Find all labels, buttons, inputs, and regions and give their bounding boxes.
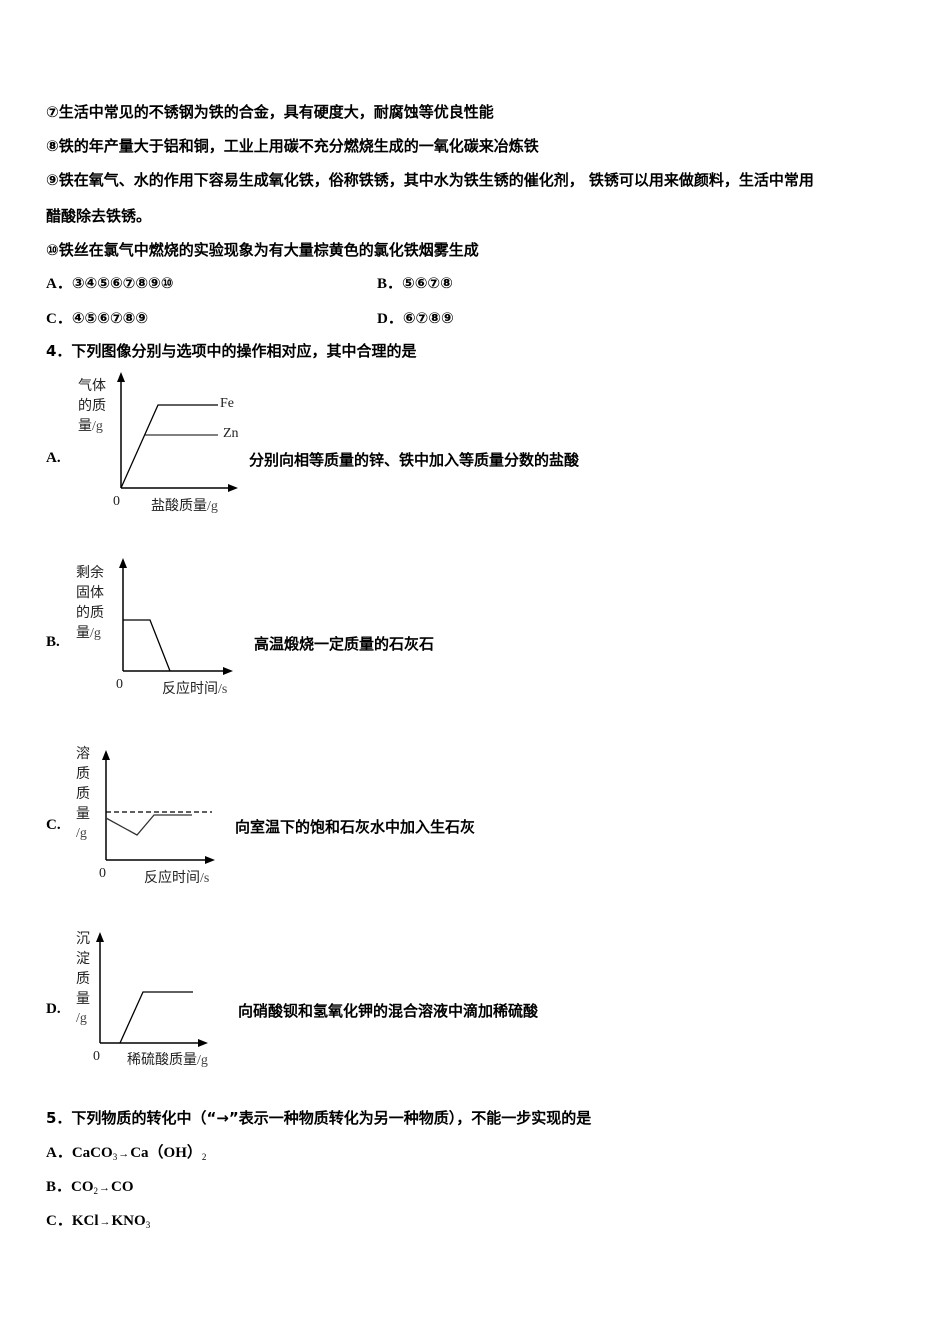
graph-a-origin: 0: [113, 494, 120, 509]
subscript: 3: [145, 1220, 151, 1230]
subscript: 2: [93, 1186, 99, 1196]
formula-from: CaCO: [71, 1145, 113, 1161]
statement-text: 铁丝在氯气中燃烧的实验现象为有大量棕黄色的氯化铁烟雾生成: [58, 241, 479, 259]
graph-a-ylabel: 气体 的质 量/g: [78, 378, 106, 434]
option-letter: D．: [377, 311, 403, 327]
statement-text: 生活中常见的不锈钢为铁的合金，具有硬度大，耐腐蚀等优良性能: [58, 103, 494, 121]
statement-8: ⑧铁的年产量大于铝和铜，工业上用碳不充分燃烧生成的一氧化碳来冶炼铁: [46, 136, 539, 156]
graph-b-ylabel: 剩余 固体 的质 量/g: [76, 565, 104, 641]
q4-option-a-description: 分别向相等质量的锌、铁中加入等质量分数的盐酸: [249, 451, 580, 469]
subscript: 3: [112, 1152, 118, 1162]
statement-7: ⑦生活中常见的不锈钢为铁的合金，具有硬度大，耐腐蚀等优良性能: [46, 102, 494, 122]
option-letter: C．: [46, 311, 72, 327]
option-letter: A．: [46, 1145, 72, 1161]
graph-c-xlabel: 反应时间/s: [144, 870, 210, 886]
option-letter: A．: [46, 276, 72, 292]
statement-text: 铁的年产量大于铝和铜，工业上用碳不充分燃烧生成的一氧化碳来冶炼铁: [58, 137, 539, 155]
graph-d-origin: 0: [93, 1049, 100, 1064]
formula-to: KNO: [111, 1213, 146, 1229]
statement-number: ⑩: [46, 241, 59, 259]
q4-stem: 4．下列图像分别与选项中的操作相对应，其中合理的是: [46, 342, 417, 360]
series-label-fe: Fe: [220, 396, 234, 411]
graph-c-origin: 0: [99, 866, 106, 881]
statement-9-continuation: 醋酸除去铁锈。: [46, 207, 152, 225]
formula-from: KCl: [71, 1213, 99, 1229]
statement-number: ⑦: [46, 103, 59, 121]
arrow-icon: →: [118, 1148, 130, 1160]
option-letter: C．: [46, 1213, 72, 1229]
statement-9: ⑨铁在氧气、水的作用下容易生成氧化铁，俗称铁锈，其中水为铁生锈的催化剂， 铁锈可…: [46, 170, 814, 190]
graph-c-ylabel: 溶 质 质 量 /g: [76, 746, 90, 841]
q3-option-b[interactable]: B．⑤⑥⑦⑧: [377, 273, 453, 294]
q4-option-a-letter[interactable]: A.: [46, 450, 61, 466]
q3-option-a[interactable]: A．③④⑤⑥⑦⑧⑨⑩: [46, 273, 173, 294]
option-value: ③④⑤⑥⑦⑧⑨⑩: [71, 274, 174, 292]
option-value: ⑥⑦⑧⑨: [402, 309, 454, 327]
option-value: ⑤⑥⑦⑧: [402, 274, 453, 292]
q5-option-c[interactable]: C．KCl→KNO3: [46, 1211, 150, 1235]
q4-option-b-description: 高温煅烧一定质量的石灰石: [254, 635, 435, 653]
arrow-icon: →: [99, 1216, 111, 1228]
q4-option-c-description: 向室温下的饱和石灰水中加入生石灰: [235, 818, 476, 836]
option-value: ④⑤⑥⑦⑧⑨: [71, 309, 149, 327]
statement-10: ⑩铁丝在氯气中燃烧的实验现象为有大量棕黄色的氯化铁烟雾生成: [46, 240, 479, 260]
option-letter: B．: [377, 276, 403, 292]
series-label-zn: Zn: [223, 426, 239, 441]
formula-from: CO: [71, 1179, 94, 1195]
arrow-icon: →: [99, 1182, 111, 1194]
statement-number: ⑧: [46, 137, 59, 155]
q3-option-d[interactable]: D．⑥⑦⑧⑨: [377, 308, 454, 329]
graph-d-xlabel: 稀硫酸质量/g: [127, 1052, 208, 1068]
subscript: 2: [201, 1152, 207, 1162]
statement-text: 铁在氧气、水的作用下容易生成氧化铁，俗称铁锈，其中水为铁生锈的催化剂， 铁锈可以…: [58, 171, 814, 189]
formula-to: CO: [111, 1179, 134, 1195]
q4-option-b-letter[interactable]: B.: [46, 634, 60, 650]
graph-b-origin: 0: [116, 677, 123, 692]
statement-number: ⑨: [46, 171, 59, 189]
q5-stem: 5．下列物质的转化中（“→”表示一种物质转化为另一种物质），不能一步实现的是: [46, 1109, 592, 1127]
q3-option-c[interactable]: C．④⑤⑥⑦⑧⑨: [46, 308, 148, 329]
graph-a-xlabel: 盐酸质量/g: [151, 498, 218, 514]
q5-option-b[interactable]: B．CO2→CO: [46, 1177, 134, 1201]
q4-option-d-letter[interactable]: D.: [46, 1001, 61, 1017]
formula-to: Ca（OH）: [130, 1145, 202, 1161]
q5-option-a[interactable]: A．CaCO3→Ca（OH）2: [46, 1143, 206, 1167]
graph-d-ylabel: 沉 淀 质 量 /g: [76, 931, 90, 1026]
q4-option-d-description: 向硝酸钡和氢氧化钾的混合溶液中滴加稀硫酸: [238, 1002, 539, 1020]
q4-option-c-letter[interactable]: C.: [46, 817, 61, 833]
option-letter: B．: [46, 1179, 72, 1195]
graph-b-xlabel: 反应时间/s: [162, 681, 228, 697]
